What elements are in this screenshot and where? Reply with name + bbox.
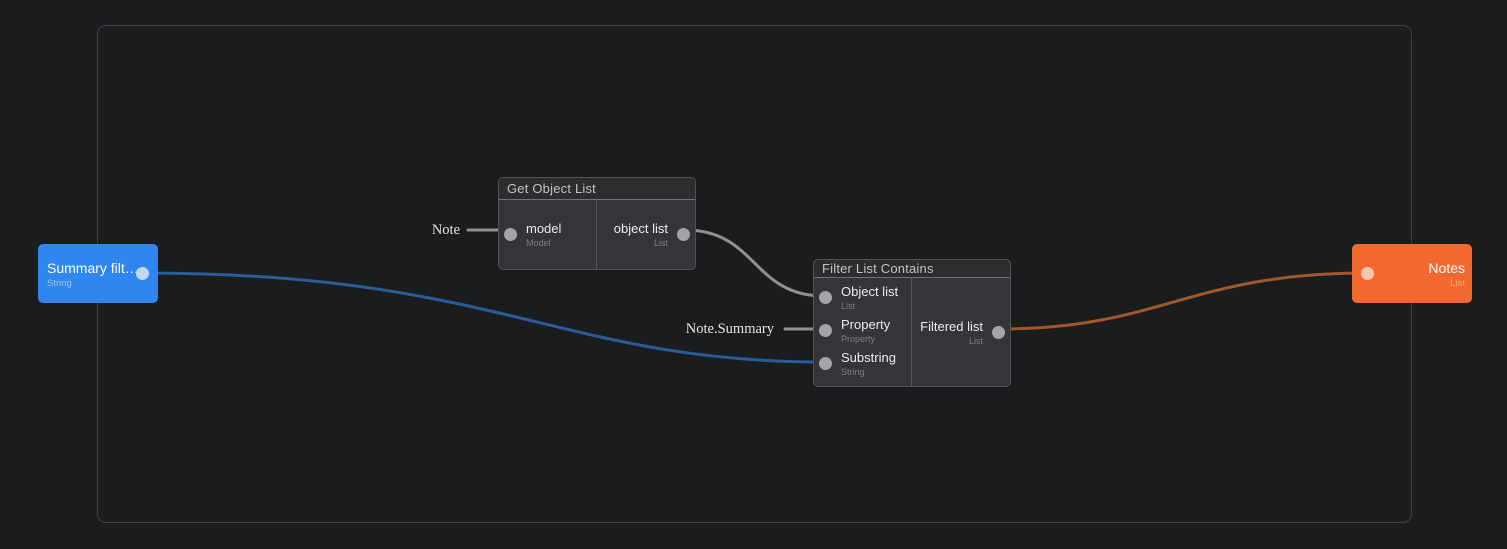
property-input-type: Property (841, 334, 876, 344)
summary-filter-output-port[interactable] (136, 267, 149, 280)
object-list-input-type: List (841, 301, 856, 311)
object-list-output-port[interactable] (677, 228, 690, 241)
node-notes-label: Notes (1428, 260, 1465, 276)
node-summary-filter-type: String (47, 278, 72, 289)
wire-objectlist-to-objectlist[interactable] (683, 228, 826, 298)
node-filter-list-contains[interactable]: Filter List Contains Object list List Pr… (813, 259, 1011, 387)
node-get-object-list-title: Get Object List (507, 181, 596, 196)
wire-annotation-note: Note (431, 222, 460, 238)
substring-input-port[interactable] (819, 357, 832, 370)
node-filter-list-contains-title: Filter List Contains (822, 261, 934, 276)
property-input-port[interactable] (819, 324, 832, 337)
input-row-substring: Substring String (814, 347, 911, 380)
wire-annotation-note-summary: Note.Summary (685, 321, 774, 337)
output-row-filtered-list: Filtered list List (912, 319, 1010, 346)
model-input-port[interactable] (504, 228, 517, 241)
substring-input-type: String (841, 367, 865, 377)
wire-summary-to-substring[interactable] (140, 271, 826, 364)
input-row-property: Property Property (814, 314, 911, 347)
model-input-type: Model (526, 238, 551, 248)
output-row-object-list: object list List (597, 221, 695, 248)
node-get-object-list-header[interactable]: Get Object List (499, 178, 695, 200)
object-list-input-label: Object list (841, 284, 899, 299)
node-summary-filter-label: Summary filt… (47, 260, 139, 276)
node-get-object-list[interactable]: Get Object List model Model object list (498, 177, 696, 270)
filtered-list-output-port[interactable] (992, 325, 1005, 339)
substring-input-label: Substring (841, 350, 896, 365)
node-filter-list-contains-header[interactable]: Filter List Contains (814, 260, 1010, 278)
notes-input-port[interactable] (1361, 267, 1374, 280)
input-row-model: model Model (499, 221, 596, 248)
input-row-object-list: Object list List (814, 281, 911, 314)
object-list-output-label: object list (613, 221, 668, 236)
property-input-label: Property (841, 317, 891, 332)
node-summary-filter[interactable]: Summary filt… String (38, 244, 158, 303)
filtered-list-output-type: List (968, 335, 983, 346)
node-notes[interactable]: Notes List (1352, 244, 1472, 303)
model-input-label: model (526, 221, 562, 236)
wire-filteredlist-to-notes[interactable] (998, 271, 1369, 331)
object-list-input-port[interactable] (819, 291, 832, 304)
filtered-list-output-label: Filtered list (920, 318, 983, 334)
object-list-output-type: List (653, 238, 668, 248)
node-notes-type: List (1450, 278, 1465, 289)
